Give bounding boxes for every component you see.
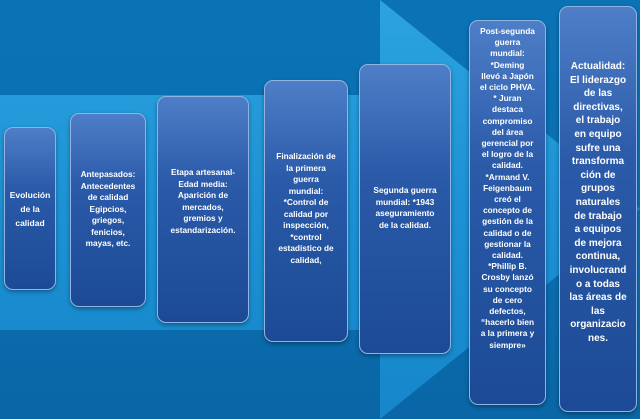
- box-post-segunda: Post-segunda guerra mundial: *Deming lle…: [469, 20, 546, 405]
- box-antepasados: Antepasados: Antecedentes de calidad Egi…: [70, 113, 146, 307]
- box-antepasados-text: Antepasados: Antecedentes de calidad Egi…: [80, 169, 136, 248]
- box-artesanal: Etapa artesanal- Edad media: Aparición d…: [157, 96, 249, 323]
- box-primera-guerra: Finalización de la primera guerra mundia…: [264, 80, 348, 342]
- box-post-segunda-text: Post-segunda guerra mundial: *Deming lle…: [479, 26, 536, 350]
- box-actualidad: Actualidad: El liderazgo de las directiv…: [559, 6, 637, 412]
- box-segunda-guerra-text: Segunda guerra mundial: *1943 aseguramie…: [373, 185, 437, 230]
- box-segunda-guerra: Segunda guerra mundial: *1943 aseguramie…: [359, 64, 451, 354]
- box-evolucion: Evolución de la calidad: [4, 127, 56, 290]
- box-evolucion-text: Evolución de la calidad: [9, 189, 51, 228]
- box-artesanal-text: Etapa artesanal- Edad media: Aparición d…: [170, 167, 236, 235]
- box-primera-guerra-text: Finalización de la primera guerra mundia…: [276, 151, 336, 265]
- box-actualidad-text: Actualidad: El liderazgo de las directiv…: [569, 61, 627, 344]
